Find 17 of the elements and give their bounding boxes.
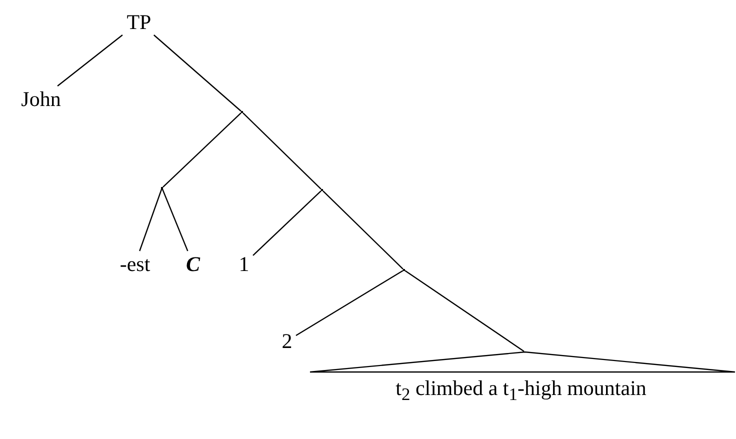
node-label: t$_{2}$ climbed a t$_{1}$-high mountain: [396, 376, 646, 400]
tree-branch-line: [242, 112, 322, 190]
node-label: -est: [114, 251, 156, 277]
tree-branch-line: [153, 34, 242, 112]
tree-branch-line: [252, 190, 322, 256]
node-label: John: [12, 86, 70, 112]
tree-branch-line: [162, 188, 188, 252]
tree-branch-line: [139, 188, 162, 252]
tree-branch-line: [322, 190, 404, 270]
tree-branch-line: [57, 34, 123, 86]
node-label: C: [182, 251, 204, 277]
node-label: 2: [278, 328, 296, 354]
node-label: 1: [235, 251, 253, 277]
tree-branch-line: [162, 112, 242, 188]
tree-branch-line: [404, 270, 524, 352]
tree-branch-line: [296, 270, 404, 336]
node-label: TP: [120, 9, 158, 35]
